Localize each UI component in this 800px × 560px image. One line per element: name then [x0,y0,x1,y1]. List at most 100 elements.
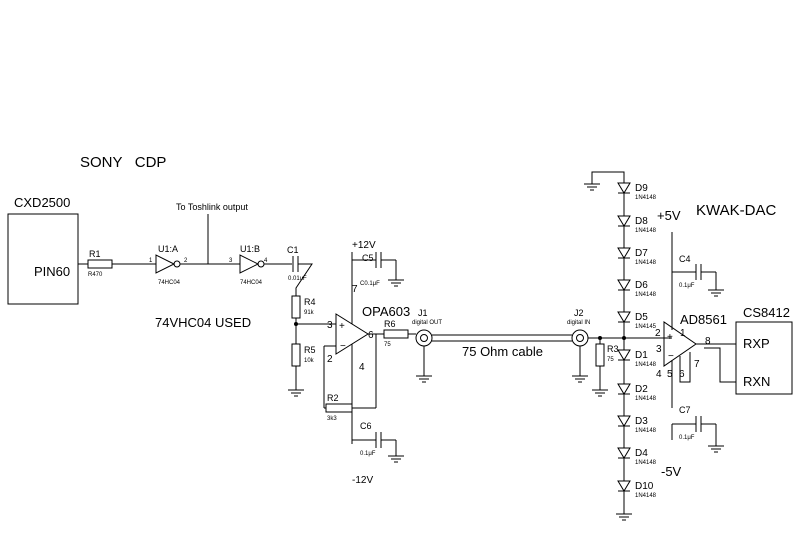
j2-value: digital IN [567,320,590,326]
r2-value: 3k3 [327,416,337,422]
rxp-label: RXP [743,336,770,351]
diode-symbol [617,415,631,427]
diode-label: D1 [635,350,648,361]
diode-label: D7 [635,248,648,259]
c1-label: C1 [287,245,299,255]
u1a-pin-out: 2 [184,258,188,264]
diode-value: 1N4148 [635,292,657,298]
j2-outer [571,329,589,347]
r5-label: R5 [304,345,316,355]
cxd-pin: PIN60 [34,264,70,279]
ad8561-comparator [663,321,697,367]
j1-outer [415,329,433,347]
ad-pin-g2: 5 [667,369,673,380]
r5-body [291,343,301,367]
toslink-label: To Toshlink output [176,202,248,212]
j2-label: J2 [574,308,584,318]
rail-pos5: +5V [657,208,681,223]
rxn-label: RXN [743,374,770,389]
opamp-name: OPA603 [362,304,410,319]
ad-plus-sign: + [667,332,673,343]
diode-label: D2 [635,384,648,395]
r3-body [595,343,605,367]
rail-neg5: -5V [661,464,682,479]
diode-label: D6 [635,280,648,291]
cxd-box [7,213,79,305]
diode-value: 1N4148 [635,493,657,499]
u1a-inverter [155,254,176,274]
c1-value: 0.01uF [288,276,307,282]
c5-label: C5 [362,253,374,263]
diode-label: D9 [635,183,648,194]
rail-pos12: +12V [352,240,376,251]
ad-pin-in: 3 [656,344,662,355]
opamp-minus-sign: − [340,341,346,352]
r1-body [87,259,113,269]
c6-value: 0.1μF [360,451,376,457]
ad-pin-g1: 4 [656,369,662,380]
junction-ladder [622,336,626,340]
c6-label: C6 [360,421,372,431]
u1b-value: 74HC04 [240,280,263,286]
c7-label: C7 [679,405,691,415]
r6-label: R6 [384,319,396,329]
diode-value: 1N4148 [635,362,657,368]
op-pin-plus: 3 [327,320,333,331]
ad-pin-out: 8 [705,336,711,347]
cable-label: 75 Ohm cable [462,344,543,359]
u1b-inverter [239,254,260,274]
ground-c7 [708,445,724,453]
cxd-name: CXD2500 [14,195,70,210]
ground-j2 [572,375,588,383]
u1b-pin-in: 3 [229,258,233,264]
wire-c1-divider [295,263,313,296]
ad-pin-n: 2 [655,328,661,339]
ground-c6 [388,455,404,463]
j1-value: digital OUT [412,320,442,326]
junction-r4-r5 [294,322,298,326]
ad-pin-q: 6 [679,369,685,380]
ground-c4 [708,289,724,297]
source-title: SONY CDP [80,154,166,171]
ground-r3 [592,389,608,397]
ladder-top-gnd [591,171,625,184]
r5-value: 10k [304,358,315,364]
op-pin-out: 6 [368,330,374,341]
cs-name: CS8412 [743,305,790,320]
ground-r5 [288,389,304,397]
ad-name: AD8561 [680,312,727,327]
diode-value: 1N4145 [635,324,657,330]
ad-minus-sign: − [668,351,674,362]
diode-value: 1N4148 [635,195,657,201]
u1b-pin-out: 4 [264,258,268,264]
j1-inner [420,334,428,342]
rail-neg12: -12V [352,475,373,486]
j1-label: J1 [418,308,428,318]
diode-symbol [617,247,631,259]
diode-label: D3 [635,416,648,427]
diode-value: 1N4148 [635,396,657,402]
dest-title: KWAK-DAC [696,202,776,219]
diode-symbol [617,383,631,395]
diode-symbol [617,279,631,291]
opamp-plus-sign: + [339,321,345,332]
ground-c5 [388,279,404,287]
cs-box [735,321,793,395]
diode-ladder: D91N4148D81N4148D71N4148D61N4148D51N4145… [617,182,657,499]
r3-value: 75 [607,357,614,363]
r1-label: R1 [89,249,101,259]
diode-value: 1N4148 [635,228,657,234]
diode-value: 1N4148 [635,428,657,434]
r6-body [383,329,409,339]
u1a-pin-in: 1 [149,258,153,264]
ad-pin-v: 1 [680,328,686,339]
c4-label: C4 [679,254,691,264]
